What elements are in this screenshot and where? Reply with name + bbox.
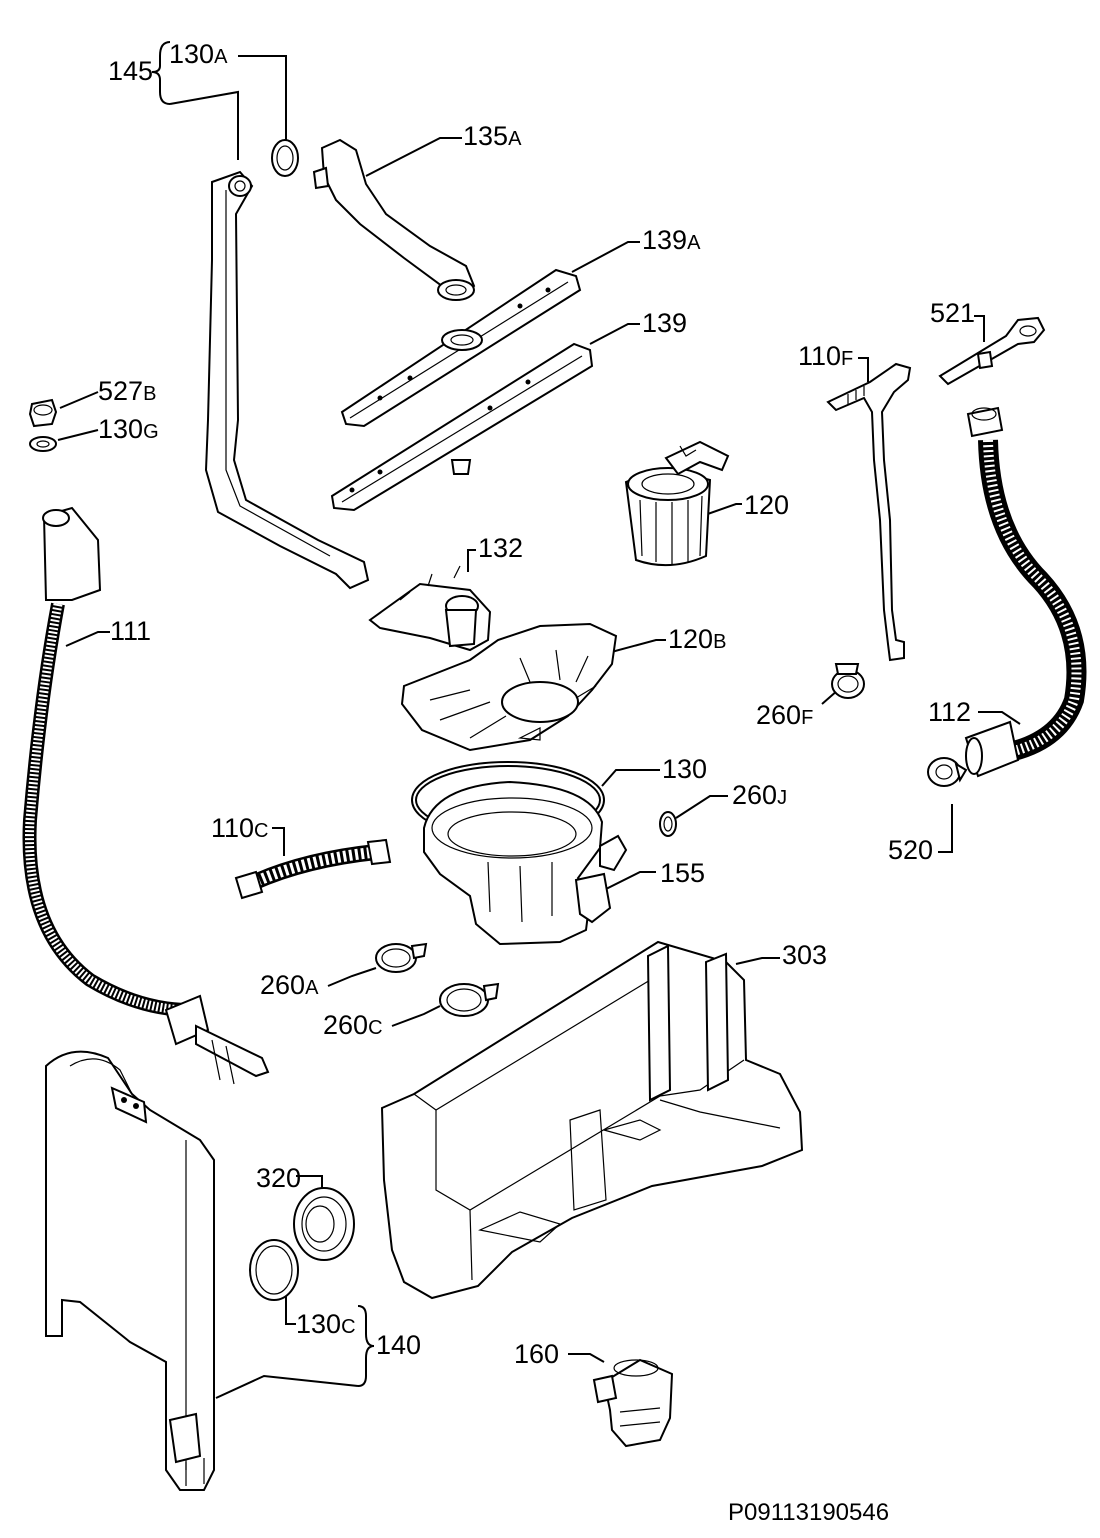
spray-arm-supply-pipe-145 xyxy=(204,170,370,590)
callout-527b: 527B xyxy=(98,376,156,406)
callout-160: 160 xyxy=(514,1339,559,1369)
clamp-260j xyxy=(659,795,728,837)
callout-130c: 130C xyxy=(296,1309,356,1339)
callout-110c: 110C xyxy=(211,813,269,843)
callout-140: 140 xyxy=(376,1330,421,1360)
callout-260f: 260F xyxy=(756,700,813,730)
callout-521: 521 xyxy=(930,298,975,328)
callout-135a: 135A xyxy=(463,121,522,151)
part-520 xyxy=(927,757,968,853)
callout-130: 130 xyxy=(662,754,707,784)
clamp-260a xyxy=(327,942,428,987)
callout-139a: 139A xyxy=(642,225,701,255)
callout-320: 320 xyxy=(256,1163,301,1193)
filter-plate-120b xyxy=(400,622,666,752)
base-tray-303 xyxy=(380,940,804,1300)
drain-hose-112 xyxy=(964,406,1087,778)
callout-260c: 260C xyxy=(323,1010,383,1040)
seal-130c xyxy=(249,1239,299,1325)
callout-120b: 120B xyxy=(668,624,726,654)
clamp-260f xyxy=(821,663,865,705)
callout-112: 112 xyxy=(928,697,971,727)
upper-spray-pipe-135a xyxy=(312,137,476,301)
sump-155 xyxy=(423,780,656,946)
bracket-145 xyxy=(151,41,287,160)
callout-145: 145 xyxy=(108,56,153,86)
callout-130g: 130G xyxy=(98,414,159,444)
upper-spray-arm-139a xyxy=(340,241,640,428)
inlet-hose-111 xyxy=(22,506,270,1085)
clip-521 xyxy=(938,315,1046,386)
clamp-260c xyxy=(391,982,500,1027)
callout-260j: 260J xyxy=(732,780,787,810)
callout-155: 155 xyxy=(660,858,705,888)
callout-520: 520 xyxy=(888,835,933,865)
pump-160 xyxy=(568,1353,674,1448)
callout-132: 132 xyxy=(478,533,523,563)
hose-110c xyxy=(234,827,392,900)
callout-110f: 110F xyxy=(798,341,853,371)
callout-labels: 145 130A 135A 139A 139 527B 130G 521 110… xyxy=(98,39,975,1369)
chamber-140 xyxy=(45,1050,375,1491)
oring-130a xyxy=(271,139,299,177)
hose-110f xyxy=(826,357,912,662)
callout-111: 111 xyxy=(110,616,151,646)
callout-120: 120 xyxy=(744,490,789,520)
lower-spray-arm-139 xyxy=(330,323,640,512)
bearing-320 xyxy=(293,1175,355,1261)
document-id: P09113190546 xyxy=(728,1499,890,1526)
callout-303: 303 xyxy=(782,940,827,970)
plug-527b xyxy=(28,391,99,428)
sensor-132 xyxy=(368,549,492,652)
callout-130a: 130A xyxy=(169,39,228,69)
washer-130g xyxy=(29,429,99,452)
callout-260a: 260A xyxy=(260,970,319,1000)
callout-139: 139 xyxy=(642,308,687,338)
filter-120 xyxy=(624,440,742,567)
